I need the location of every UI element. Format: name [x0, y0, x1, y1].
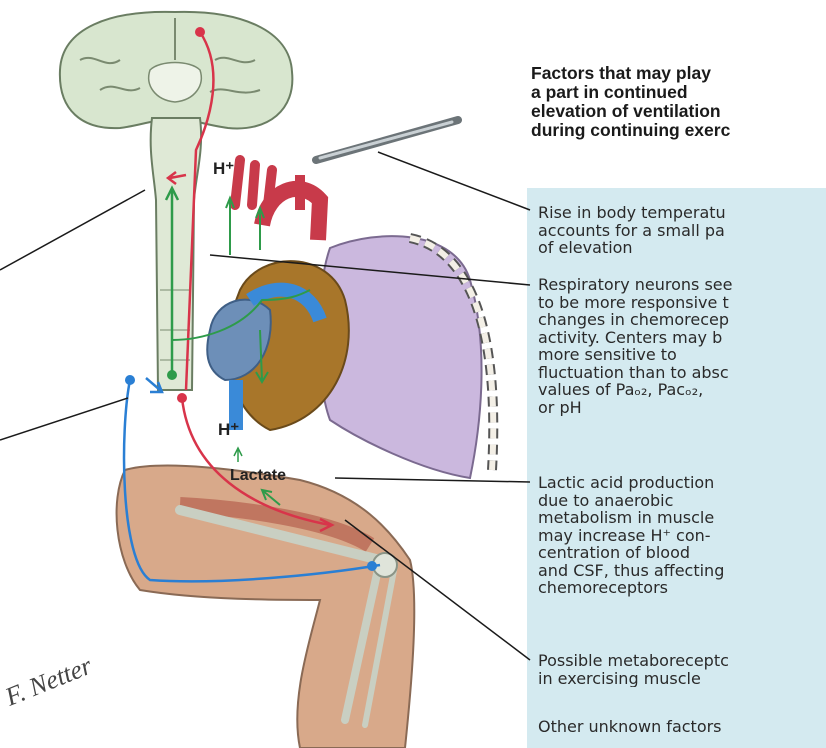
title-line: elevation of ventilation	[531, 102, 826, 121]
note-line: changes in chemorecep	[538, 311, 826, 329]
note-other: Other unknown factors	[538, 718, 826, 736]
note-line: may increase H⁺ con-	[538, 527, 826, 545]
note-line: Other unknown factors	[538, 718, 826, 736]
note-line: accounts for a small pa	[538, 222, 826, 240]
note-line: more sensitive to	[538, 346, 826, 364]
spinal-green-dot	[167, 370, 177, 380]
note-line: or pH	[538, 399, 826, 417]
leader-lactic-acid	[335, 478, 530, 482]
note-respiratory-neurons: Respiratory neurons see to be more respo…	[538, 276, 826, 416]
leader-left-upper	[0, 190, 145, 270]
leader-left-lower	[0, 398, 128, 440]
afferent-dot	[125, 375, 135, 385]
note-line: Lactic acid production	[538, 474, 826, 492]
muscle-receptor-dot	[367, 561, 377, 571]
note-line: fluctuation than to absc	[538, 364, 826, 382]
leader-temperature	[378, 152, 530, 210]
motor-cortex-dot	[195, 27, 205, 37]
note-line: Respiratory neurons see	[538, 276, 826, 294]
h-plus-label-top: H⁺	[213, 159, 234, 179]
note-lactic-acid: Lactic acid production due to anaerobic …	[538, 474, 826, 597]
note-line: due to anaerobic	[538, 492, 826, 510]
note-line: to be more responsive t	[538, 294, 826, 312]
note-line: chemoreceptors	[538, 579, 826, 597]
note-line: values of Paₒ₂, Paᴄₒ₂,	[538, 381, 826, 399]
note-line: activity. Centers may b	[538, 329, 826, 347]
title-line: a part in continued	[531, 83, 826, 102]
note-line: and CSF, thus affecting	[538, 562, 826, 580]
note-line: Rise in body temperatu	[538, 204, 826, 222]
note-line: centration of blood	[538, 544, 826, 562]
note-line: of elevation	[538, 239, 826, 257]
note-metaboreceptors: Possible metaboreceptc in exercising mus…	[538, 652, 826, 687]
brain-section	[60, 12, 292, 129]
note-line: metabolism in muscle	[538, 509, 826, 527]
title-line: Factors that may play	[531, 64, 826, 83]
factors-title: Factors that may play a part in continue…	[531, 64, 826, 140]
title-line: during continuing exerc	[531, 121, 826, 140]
note-line: Possible metaboreceptc	[538, 652, 826, 670]
spinal-cord	[151, 118, 201, 390]
leg	[117, 465, 415, 748]
thermometer	[316, 120, 458, 160]
note-line: in exercising muscle	[538, 670, 826, 688]
note-temperature: Rise in body temperatu accounts for a sm…	[538, 204, 826, 257]
h-plus-label-bottom: H⁺	[218, 420, 239, 440]
lactate-label: Lactate	[230, 467, 286, 485]
